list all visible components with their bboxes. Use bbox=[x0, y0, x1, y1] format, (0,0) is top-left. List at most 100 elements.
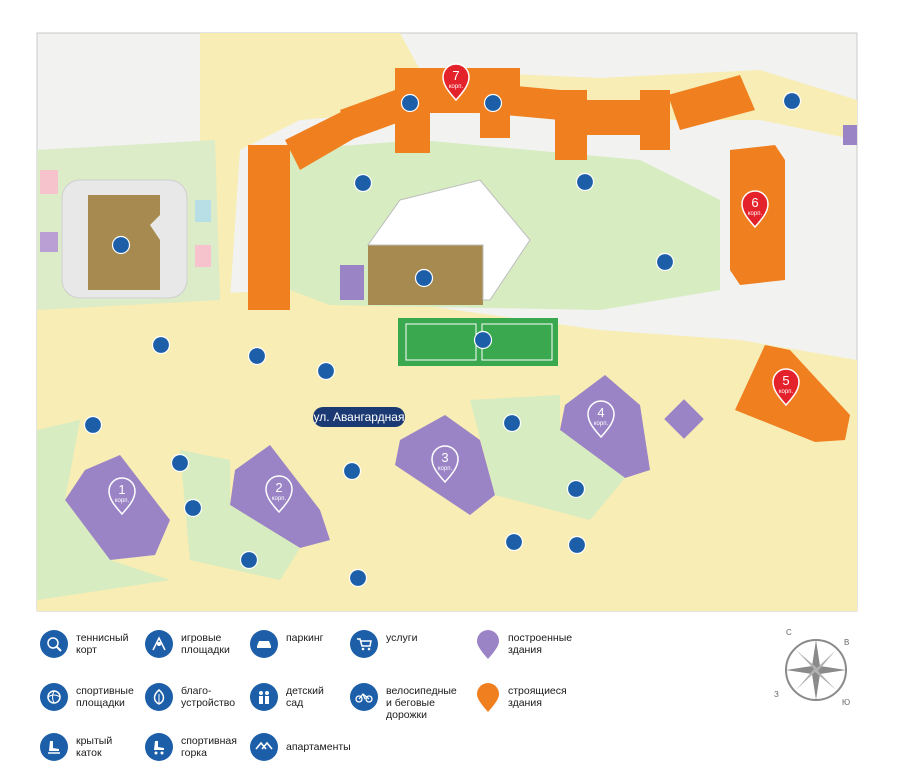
legend-bike: велосипедные и беговые дорожки bbox=[350, 683, 457, 721]
legend-apartments: апартаменты bbox=[250, 733, 351, 761]
legend-services: услуги bbox=[350, 630, 417, 658]
legend-label: детский сад bbox=[286, 685, 324, 709]
legend-label: апартаменты bbox=[286, 741, 351, 753]
car-icon bbox=[250, 630, 278, 658]
rollerskate-icon bbox=[145, 733, 173, 761]
leaf-icon[interactable] bbox=[575, 172, 595, 192]
compass-e: В bbox=[844, 638, 850, 647]
building-pin-marker bbox=[741, 190, 769, 229]
bike-icon[interactable] bbox=[83, 415, 103, 435]
legend-label: строящиеся здания bbox=[508, 685, 567, 709]
building-pin-label: корп. bbox=[115, 498, 130, 504]
leaf-icon[interactable] bbox=[353, 173, 373, 193]
kids-icon bbox=[250, 683, 278, 711]
bike-icon bbox=[350, 683, 378, 711]
building-pin-marker bbox=[108, 477, 136, 516]
legend-built: построенные здания bbox=[476, 630, 572, 660]
legend-label: велосипедные и беговые дорожки bbox=[386, 685, 457, 721]
street-label: ул. Авангардная bbox=[314, 410, 405, 424]
south-green bbox=[37, 420, 170, 600]
leaf-icon[interactable] bbox=[566, 479, 586, 499]
building-pin-number: 7 bbox=[452, 68, 459, 83]
compass-rose-icon bbox=[785, 639, 847, 701]
legend-slide: спортивная горка bbox=[145, 733, 237, 761]
apartments-icon[interactable] bbox=[400, 93, 420, 113]
street-label-bg bbox=[313, 407, 405, 427]
building-pin-number: 5 bbox=[782, 373, 789, 388]
construction-drop-icon bbox=[477, 683, 499, 712]
skate-icon bbox=[40, 733, 68, 761]
legend-parking: паркинг bbox=[250, 630, 323, 658]
apartments-icon bbox=[250, 733, 278, 761]
car-icon[interactable] bbox=[567, 535, 587, 555]
west-lot-2 bbox=[40, 232, 58, 252]
compass-w: З bbox=[774, 690, 779, 699]
legend-label: спортивные площадки bbox=[76, 685, 134, 709]
south-green-2 bbox=[180, 450, 300, 580]
legend-label: построенные здания bbox=[508, 632, 573, 656]
skate-icon[interactable] bbox=[414, 268, 434, 288]
west-lot-1 bbox=[40, 170, 58, 194]
car-icon[interactable] bbox=[782, 91, 802, 111]
building-pin-label: корп. bbox=[748, 211, 763, 217]
building-pin-label: корп. bbox=[779, 389, 794, 395]
purple-lot-b bbox=[664, 399, 704, 439]
playground-icon[interactable] bbox=[655, 252, 675, 272]
leaf-icon[interactable] bbox=[504, 532, 524, 552]
purple-lot-d bbox=[843, 125, 857, 145]
building-pin-marker bbox=[442, 63, 470, 102]
building-pin-label: корп. bbox=[272, 496, 287, 502]
legend-label: паркинг bbox=[286, 632, 324, 644]
rollerskate-icon[interactable] bbox=[183, 498, 203, 518]
purple-lot-a bbox=[340, 265, 364, 300]
building-pin-number: 2 bbox=[275, 480, 282, 495]
building-pin-marker bbox=[587, 400, 615, 439]
ball-icon bbox=[40, 683, 68, 711]
tennis-icon[interactable] bbox=[473, 330, 493, 350]
legend-label: благо- устройство bbox=[181, 685, 236, 709]
building-pin-number: 3 bbox=[441, 450, 448, 465]
rink-roof bbox=[367, 179, 531, 301]
building-pin-number: 4 bbox=[597, 405, 604, 420]
building-7-shape bbox=[248, 68, 755, 310]
cart-icon[interactable] bbox=[483, 93, 503, 113]
playground-icon[interactable] bbox=[342, 461, 362, 481]
legend-construction: строящиеся здания bbox=[476, 683, 567, 713]
compass: С В Ю З bbox=[774, 628, 856, 710]
building-pin-label: корп. bbox=[594, 421, 609, 427]
ball-icon[interactable] bbox=[151, 335, 171, 355]
leaf-icon[interactable] bbox=[348, 568, 368, 588]
building-pin-number: 1 bbox=[118, 482, 125, 497]
car-icon[interactable] bbox=[239, 550, 259, 570]
west-lot-3 bbox=[195, 200, 211, 222]
legend-kindergarten: детский сад bbox=[250, 683, 324, 711]
skate-icon[interactable] bbox=[247, 346, 267, 366]
building-pin-label: корп. bbox=[438, 466, 453, 472]
legend-sport: спортивные площадки bbox=[40, 683, 134, 711]
building-pin-label: корп. bbox=[449, 84, 464, 90]
legend-playground: игровые площадки bbox=[145, 630, 230, 658]
legend-rink: крытый каток bbox=[40, 733, 112, 761]
legend-label: игровые площадки bbox=[181, 632, 230, 656]
compass-s: Ю bbox=[842, 698, 851, 707]
legend-label: крытый каток bbox=[76, 735, 113, 759]
tennis-icon bbox=[40, 630, 68, 658]
leaf-icon bbox=[145, 683, 173, 711]
building-pin-marker bbox=[431, 445, 459, 484]
legend-label: услуги bbox=[386, 632, 418, 644]
playground-icon bbox=[145, 630, 173, 658]
playground-icon[interactable] bbox=[502, 413, 522, 433]
building-pin-marker bbox=[265, 475, 293, 514]
leaf-icon[interactable] bbox=[316, 361, 336, 381]
west-lot-4 bbox=[195, 245, 211, 267]
legend-label: теннисный корт bbox=[76, 632, 129, 656]
leaf-icon[interactable] bbox=[170, 453, 190, 473]
kids-icon[interactable] bbox=[111, 235, 131, 255]
